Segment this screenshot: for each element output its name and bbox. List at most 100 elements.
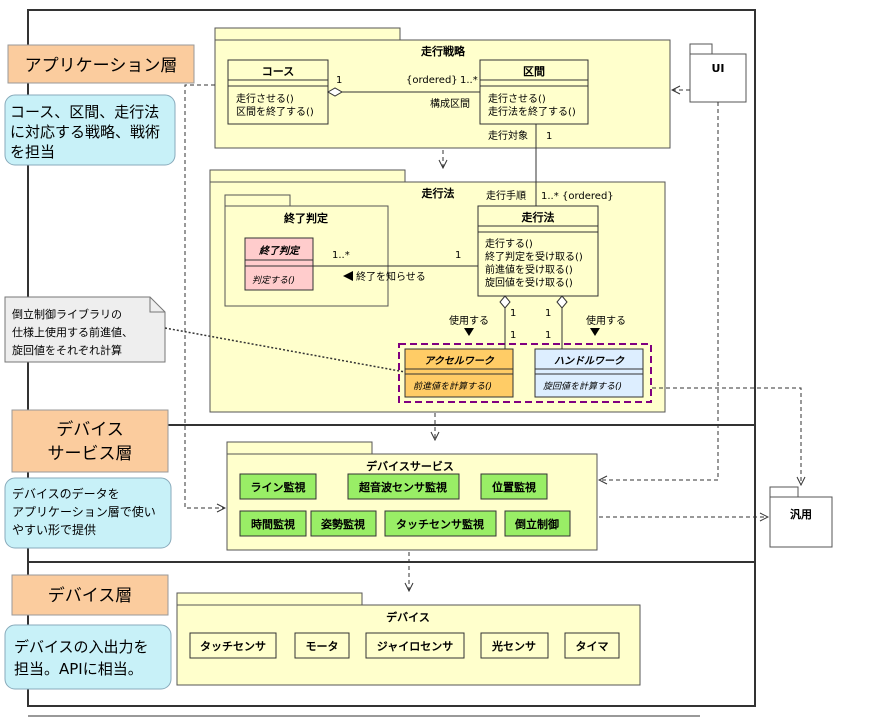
layer-device: デバイス層 デバイスの入出力を 担当。APIに相当。 xyxy=(4,574,172,690)
service-box-5 xyxy=(384,510,497,537)
class-end-judge-op1: 判定する() xyxy=(252,275,295,286)
assoc-course-section: 1 {ordered} 1..* 構成区間 xyxy=(326,75,480,110)
class-end-judge: 終了判定 判定する() xyxy=(244,237,314,291)
package-ui-tab xyxy=(689,43,713,55)
device-label-4: タイマ xyxy=(576,640,609,653)
dep-ui-device-service xyxy=(599,102,719,480)
note-line3: 旋回値をそれぞれ計算 xyxy=(12,343,122,357)
package-ui-title: UI xyxy=(711,62,724,75)
service-box-3 xyxy=(239,510,307,537)
service-box-6 xyxy=(504,510,571,537)
device-label-1: モータ xyxy=(306,640,339,653)
note-connector xyxy=(164,327,406,373)
layer-desc-device-service-line2: アプリケーション層で使い xyxy=(12,504,156,519)
class-accel-op1: 前進値を計算する() xyxy=(413,381,492,392)
package-strategy-tab xyxy=(214,27,401,41)
assoc-method-accel: 使用する 1 1 xyxy=(449,295,516,349)
layer-desc-device-service-box xyxy=(4,477,172,549)
package-general-title: 汎用 xyxy=(790,507,812,521)
layer-desc-application-box xyxy=(4,94,176,166)
class-accel-box xyxy=(404,348,514,398)
assoc-course-section-mult-left: 1 xyxy=(336,75,342,86)
package-strategy-title: 走行戦略 xyxy=(420,44,466,58)
package-end-judge-title: 終了判定 xyxy=(284,211,328,225)
device-box-1 xyxy=(294,632,350,659)
class-method-op4: 旋回値を受け取る() xyxy=(485,276,573,289)
class-course-box xyxy=(227,59,329,125)
class-method-op3: 前進値を受け取る() xyxy=(485,263,573,276)
package-end-judge-tab xyxy=(224,194,291,207)
layer-desc-device-box xyxy=(4,624,172,690)
service-label-2: 位置監視 xyxy=(492,480,536,494)
class-course-op1: 走行させる() xyxy=(236,92,294,105)
note-fold xyxy=(149,297,165,313)
package-method-title: 走行法 xyxy=(421,186,455,200)
assoc-method-accel-mult-bottom: 1 xyxy=(510,330,516,341)
dep-app-device-service xyxy=(184,84,225,508)
layer-label-device-service-line1: デバイス xyxy=(56,419,124,440)
assoc-section-method: 走行対象 1 走行手順 1..* {ordered} xyxy=(486,124,614,206)
assoc-course-section-constraint: {ordered} xyxy=(406,75,458,86)
assoc-method-judge-mult-left: 1..* xyxy=(332,250,350,261)
assoc-section-method-mult-bottom: 1..* xyxy=(541,191,559,202)
class-handle-op1: 旋回値を計算する() xyxy=(543,381,622,392)
service-label-1: 超音波センサ監視 xyxy=(358,480,447,494)
dependencies xyxy=(184,84,801,591)
assoc-section-method-role-bottom: 走行手順 xyxy=(486,189,526,202)
class-end-judge-box xyxy=(244,237,314,291)
class-method-op1: 走行する() xyxy=(485,237,533,250)
service-box-1 xyxy=(347,473,460,500)
class-section-box xyxy=(479,59,589,125)
assoc-method-judge: 1..* 1 終了を知らせる xyxy=(313,250,478,283)
class-section-op1: 走行させる() xyxy=(488,92,546,105)
assoc-method-handle: 使用する 1 1 xyxy=(545,295,626,349)
layer-application: アプリケーション層 コース、区間、走行法 に対応する戦略、戦術 を担当 xyxy=(4,44,195,166)
layer-desc-application-line2: に対応する戦略、戦術 xyxy=(10,123,160,141)
note-shape xyxy=(4,296,166,363)
class-section-name: 区間 xyxy=(523,65,545,78)
device-box-2 xyxy=(365,632,465,659)
class-end-judge-name: 終了判定 xyxy=(258,245,301,257)
assoc-method-judge-mult-right: 1 xyxy=(455,250,461,261)
assoc-section-method-role-top: 走行対象 xyxy=(488,129,528,142)
device-list: タッチセンサ モータ ジャイロセンサ 光センサ タイマ xyxy=(189,632,620,659)
assoc-method-accel-direction-icon xyxy=(464,328,474,336)
layer-label-application-box xyxy=(7,44,195,84)
class-accel-name: アクセルワーク xyxy=(424,355,494,367)
layer-label-application: アプリケーション層 xyxy=(25,56,178,76)
class-accel: アクセルワーク 前進値を計算する() xyxy=(404,348,514,398)
class-method-name: 走行法 xyxy=(521,210,555,224)
class-section: 区間 走行させる() 走行法を終了する() xyxy=(479,59,589,125)
layer-desc-device-line1: デバイスの入出力を xyxy=(14,638,149,656)
service-label-4: 姿勢監視 xyxy=(321,517,365,531)
device-box-4 xyxy=(564,632,620,659)
assoc-method-handle-label: 使用する xyxy=(586,314,626,327)
package-device-tab xyxy=(176,592,363,606)
package-device-title: デバイス xyxy=(386,610,430,624)
assoc-course-section-mult-right: 1..* xyxy=(460,75,478,86)
class-handle-name: ハンドルワーク xyxy=(554,355,625,367)
class-method-op2: 終了判定を受け取る() xyxy=(485,250,583,263)
device-label-3: 光センサ xyxy=(491,639,536,653)
package-general-body xyxy=(769,496,833,548)
layer-device-service: デバイス サービス層 デバイスのデータを アプリケーション層で使い やすい形で提… xyxy=(4,409,172,549)
package-ui-body xyxy=(689,53,747,103)
class-method-box xyxy=(477,205,599,297)
layer-desc-device-service-line3: やすい形で提供 xyxy=(12,522,96,537)
layer-desc-device-service-line1: デバイスのデータを xyxy=(12,486,120,501)
service-box-4 xyxy=(310,510,377,537)
package-ui: UI xyxy=(689,43,747,103)
service-list: ライン監視 超音波センサ監視 位置監視 時間監視 姿勢監視 タッチセンサ監視 倒… xyxy=(239,473,571,537)
package-general: 汎用 xyxy=(769,486,833,548)
layer-desc-application-line1: コース、区間、走行法 xyxy=(10,103,159,121)
device-box-0 xyxy=(189,632,277,659)
layer-label-device: デバイス層 xyxy=(48,585,133,606)
dep-handle-general xyxy=(652,387,801,485)
assoc-course-section-role: 構成区間 xyxy=(430,97,470,110)
service-label-0: ライン監視 xyxy=(251,480,306,494)
package-general-tab xyxy=(769,486,799,498)
note-line2: 仕様上使用する前進値、 xyxy=(12,325,133,339)
layer-label-device-service-box xyxy=(11,409,169,473)
package-device-service-tab xyxy=(226,441,373,455)
